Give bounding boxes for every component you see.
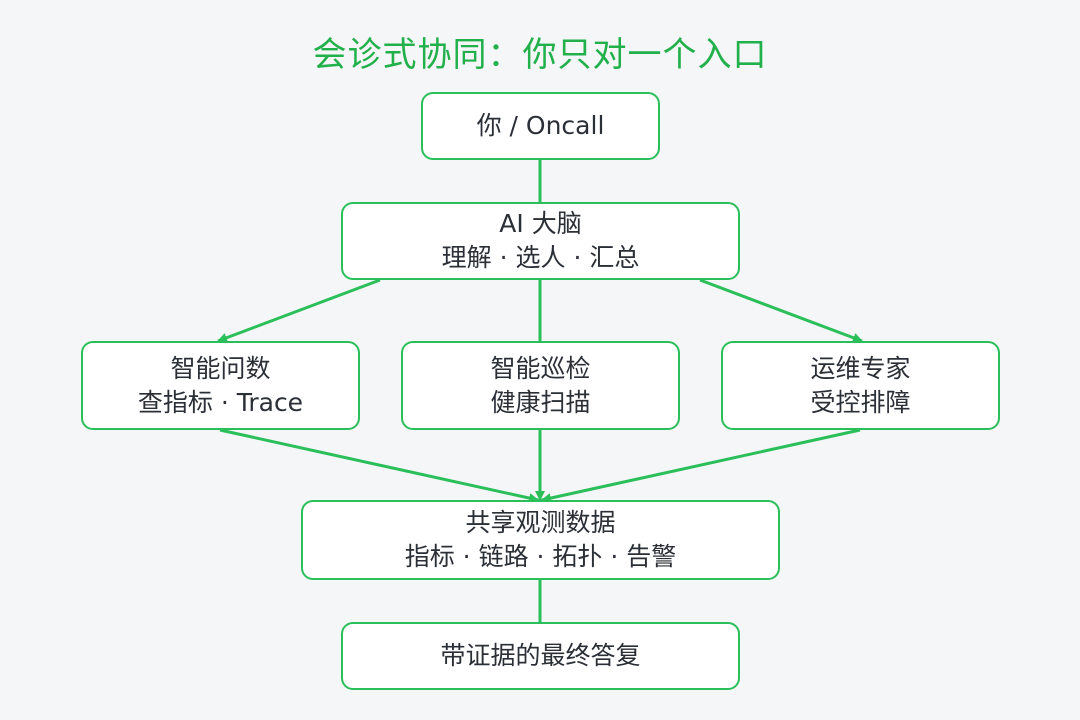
node-user-label: 你 / Oncall — [476, 111, 605, 140]
node-shared-data-title: 共享观测数据 — [465, 508, 616, 537]
diagram-title: 会诊式协同：你只对一个入口 — [312, 35, 768, 75]
node-ops-expert: 运维专家 受控排障 — [721, 341, 1000, 430]
node-ops-expert-title: 运维专家 — [810, 353, 911, 383]
node-shared-data-subtitle: 指标 · 链路 · 拓扑 · 告警 — [404, 542, 677, 571]
connector-brain-to-qa — [217, 278, 381, 343]
connector-ops-to-data — [541, 428, 861, 503]
node-smart-inspection: 智能巡检 健康扫描 — [401, 341, 680, 430]
node-smart-query-subtitle: 查指标 · Trace — [137, 387, 304, 417]
node-shared-data: 共享观测数据 指标 · 链路 · 拓扑 · 告警 — [301, 500, 780, 580]
connector-brain-to-ops — [699, 278, 863, 343]
node-ai-brain: AI 大脑 理解 · 选人 · 汇总 — [341, 202, 740, 280]
node-ai-brain-title: AI 大脑 — [499, 209, 582, 238]
node-smart-query-title: 智能问数 — [170, 353, 271, 383]
node-smart-inspection-title: 智能巡检 — [490, 353, 591, 383]
node-final-answer-label: 带证据的最终答复 — [440, 641, 641, 670]
node-final-answer: 带证据的最终答复 — [341, 622, 740, 690]
node-ai-brain-subtitle: 理解 · 选人 · 汇总 — [441, 243, 640, 272]
node-ops-expert-subtitle: 受控排障 — [810, 387, 911, 417]
node-smart-inspection-subtitle: 健康扫描 — [490, 387, 591, 417]
node-user: 你 / Oncall — [421, 92, 660, 160]
connector-qa-to-data — [219, 428, 539, 503]
node-smart-query: 智能问数 查指标 · Trace — [81, 341, 360, 430]
